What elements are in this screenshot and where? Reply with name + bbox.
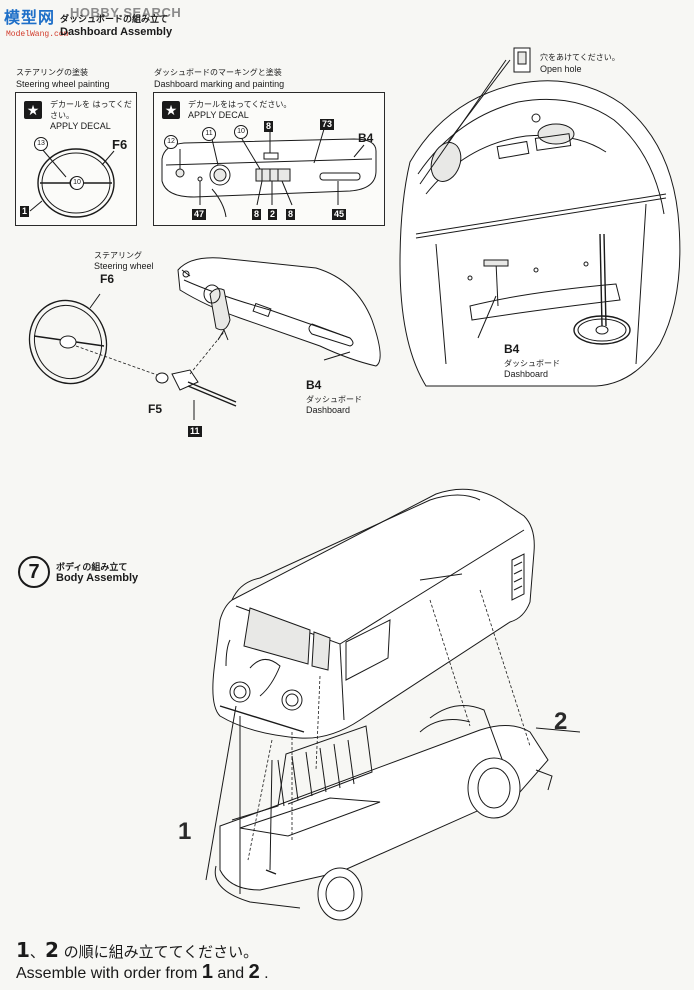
part-b4-assembly: B4: [306, 378, 322, 392]
dashboard-label-jp: ダッシュボード: [306, 395, 362, 404]
footer-en: Assemble with order from 1 and 2 .: [16, 961, 269, 984]
dash-paint-title-jp: ダッシュボードのマーキングと塗装: [154, 68, 282, 77]
watermark-url: ModelWang.com: [6, 30, 69, 39]
dash-paint-title-en: Dashboard marking and painting: [154, 79, 285, 89]
paint-ref-8-right: 8: [286, 209, 296, 220]
paint-ref-45: 45: [332, 209, 347, 220]
footer-en-and: and: [212, 965, 249, 982]
dashboard-label-en: Dashboard: [306, 405, 351, 415]
part-f6-assembly: F6: [100, 272, 115, 286]
dash-paint-box: ★ デカールをはってください。 APPLY DECAL 12 11 10 8 7…: [153, 92, 385, 226]
steering-label-jp: ステアリング: [94, 251, 142, 260]
watermark: 模型网 HOBBY SEARCH ModelWang.com: [4, 4, 194, 44]
part-f5-label: F5: [148, 402, 163, 416]
step7-title-jp: ボディの組み立て: [56, 563, 128, 573]
part-11-chip: 11: [188, 426, 202, 437]
footer-jp-text: の順に組み立ててください。: [58, 943, 259, 961]
footer-en-num1: 1: [201, 961, 213, 983]
paint-ref-10: 10: [234, 125, 248, 139]
paint-ref-8-top: 8: [264, 121, 274, 132]
paint-ref-47: 47: [192, 209, 207, 220]
paint-ref-8-left: 8: [252, 209, 262, 220]
footer-jp-num1: 1: [16, 938, 30, 962]
open-hole-jp: 穴をあけてください。: [540, 53, 620, 62]
footer-jp-num2: 2: [44, 938, 59, 962]
steering-decal-jp: デカールを はってください。: [50, 100, 132, 120]
dashboard-interior-en: Dashboard: [504, 369, 549, 379]
step7-number: 7: [18, 556, 50, 588]
paint-ref-73: 73: [320, 119, 335, 130]
dash-decal-en: APPLY DECAL: [188, 110, 249, 120]
decal-star-icon: ★: [162, 101, 180, 119]
dash-decal-jp: デカールをはってください。: [188, 100, 292, 109]
dashboard-assembly-drawing: [28, 257, 381, 420]
steering-paint-box: ★ デカールを はってください。 APPLY DECAL 13 10 F6 1: [15, 92, 137, 226]
body-assembly-drawing: [205, 488, 580, 921]
steering-label-en: Steering wheel: [94, 261, 154, 271]
part-b4-label: B4: [358, 131, 374, 145]
steering-wheel-drawing: [29, 148, 115, 218]
assembly-order-1: 1: [178, 818, 192, 845]
part-b4-interior: B4: [504, 342, 520, 356]
footer-en-text: Assemble with order from: [16, 965, 202, 982]
paint-ref-12: 12: [164, 135, 178, 149]
part-f6-label: F6: [112, 137, 128, 152]
step6-title-jp: ダッシュボードの組み立て: [60, 15, 169, 25]
paint-ref-1: 1: [20, 206, 30, 217]
steering-paint-title-en: Steering wheel painting: [16, 79, 110, 89]
decal-star-icon: ★: [24, 101, 42, 119]
steering-paint-title-jp: ステアリングの塗装: [16, 68, 88, 77]
paint-ref-11: 11: [202, 127, 216, 141]
dashboard-interior-jp: ダッシュボード: [504, 359, 560, 368]
assembly-order-2: 2: [554, 708, 568, 735]
watermark-en: HOBBY SEARCH: [70, 5, 182, 20]
paint-ref-2: 2: [268, 209, 278, 220]
dashboard-front-drawing: [161, 128, 377, 218]
step7-title-en: Body Assembly: [56, 572, 139, 584]
footer-en-num2: 2: [248, 961, 260, 983]
open-hole-en: Open hole: [540, 64, 582, 74]
steering-decal-en: APPLY DECAL: [50, 121, 111, 131]
footer-jp-sep: 、: [29, 943, 45, 961]
footer-jp: 1、2 の順に組み立ててください。: [16, 938, 258, 962]
paint-ref-13: 13: [34, 137, 48, 151]
step6-title-en: Dashboard Assembly: [60, 26, 173, 38]
watermark-cn: 模型网: [4, 8, 56, 27]
paint-ref-10: 10: [70, 176, 84, 190]
footer-en-end: .: [259, 965, 269, 982]
interior-assembly-drawing: [399, 47, 681, 387]
